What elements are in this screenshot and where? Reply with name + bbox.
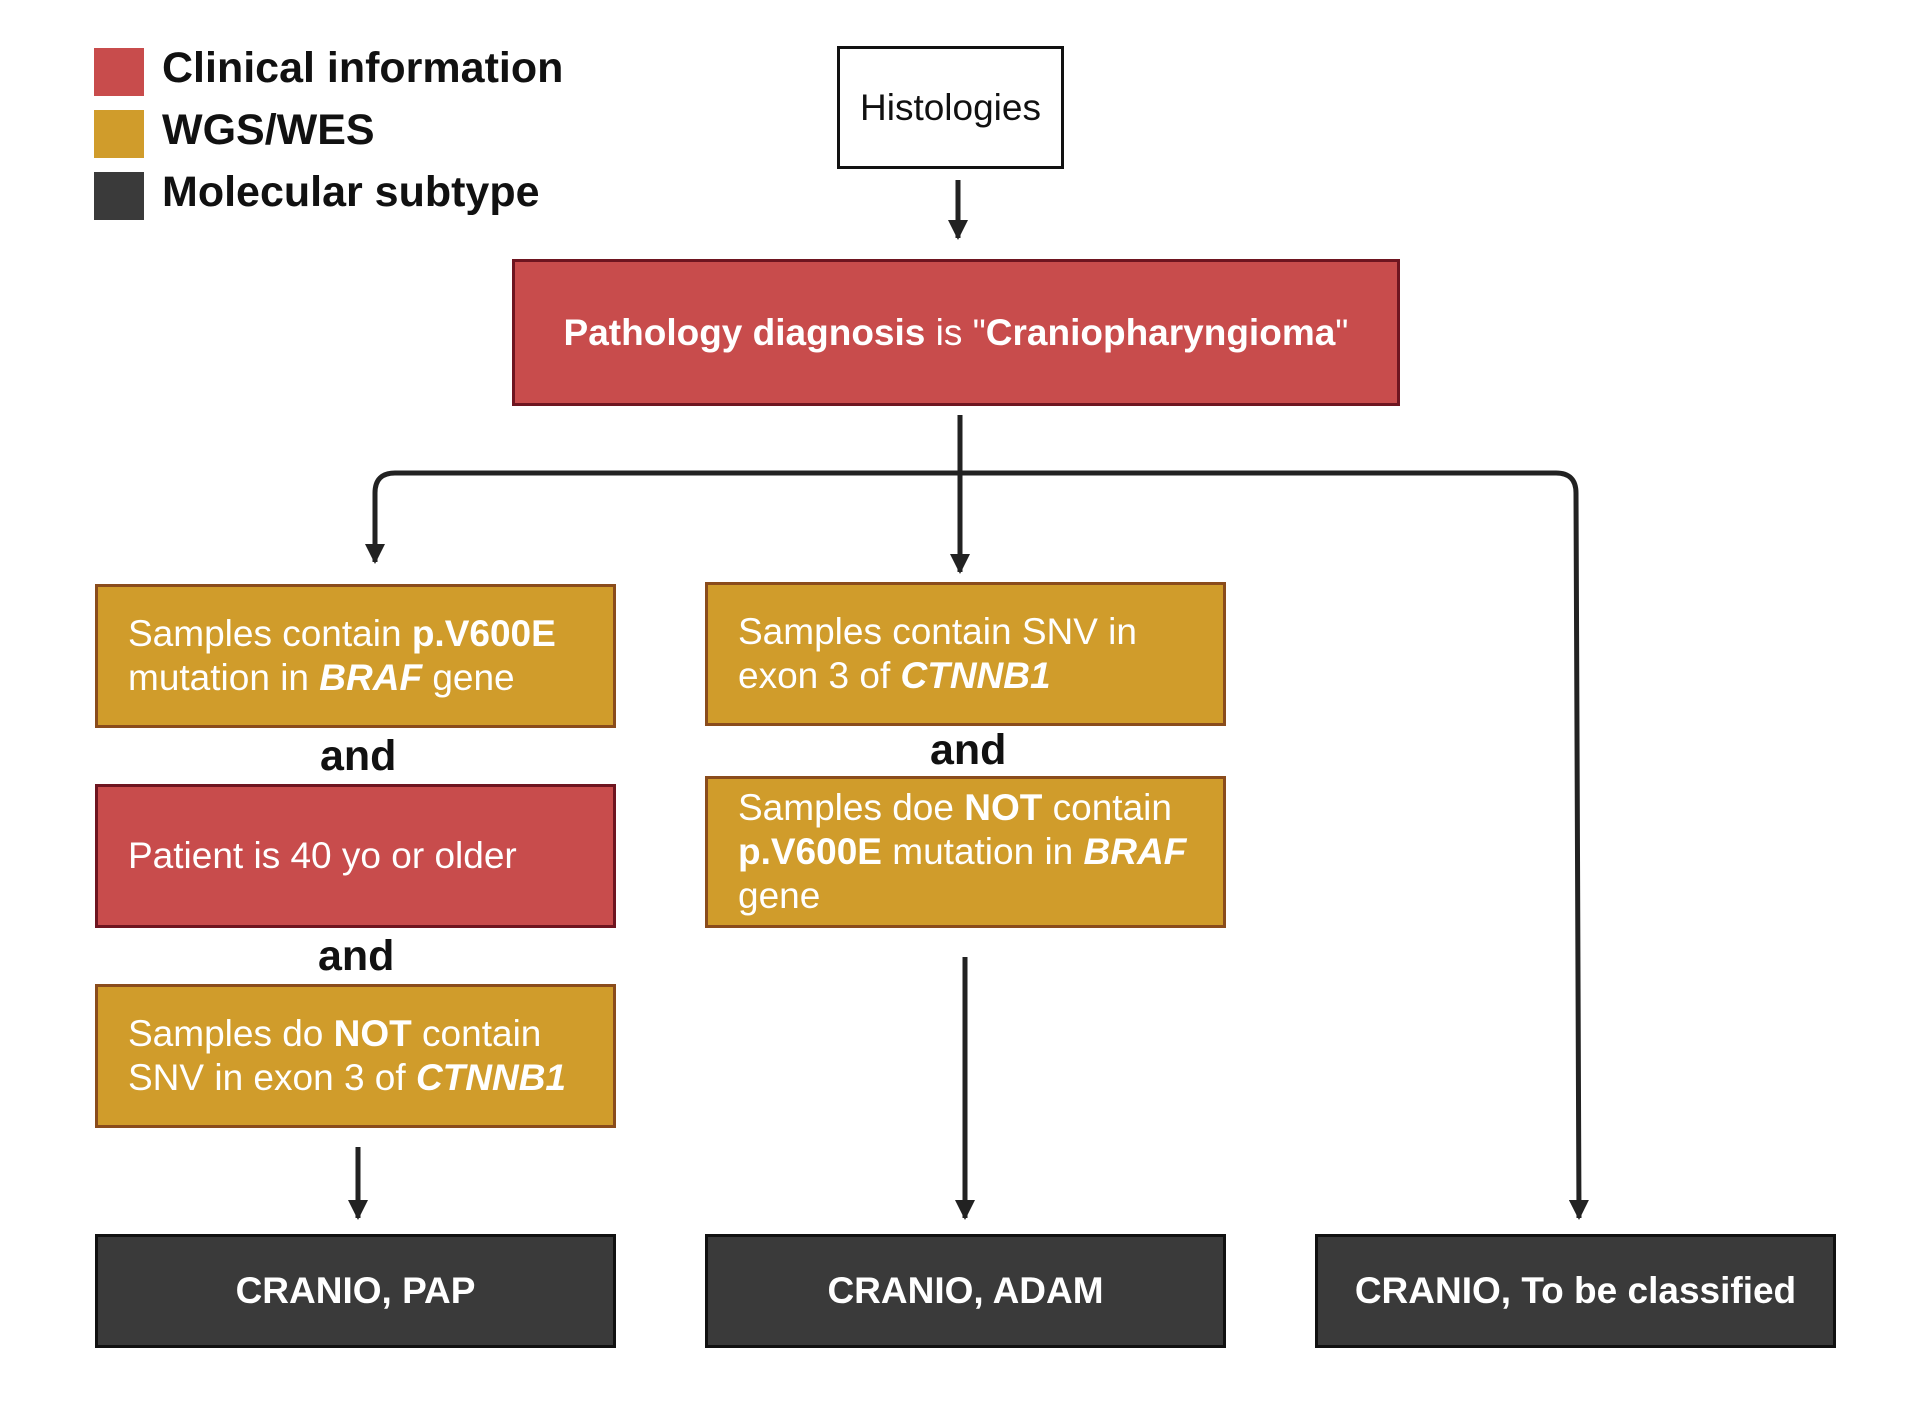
connector-branch-right [960,470,1589,1220]
legend-label-subtype: Molecular subtype [162,168,540,216]
pap-braf-text-d: BRAF [319,657,423,698]
adam-braf-text-f: BRAF [1083,831,1187,872]
adam-ctnnb1-text-b: CTNNB1 [900,655,1051,696]
pap-age-text: Patient is 40 yo or older [128,835,517,876]
pathology-diagnosis-label: Pathology diagnosis is "Craniopharyngiom… [564,312,1349,354]
legend-label-clinical: Clinical information [162,44,564,92]
pap-ctnnb1-text-c: contain [411,1013,542,1054]
output-cranio-pap-label: CRANIO, PAP [235,1270,476,1311]
pap-braf-line-1: Samples contain p.V600E [128,612,583,656]
adam-ctnnb1-text-a: exon 3 of [738,655,901,696]
pathology-part-3: Craniopharyngioma [985,311,1336,353]
output-cranio-adam: CRANIO, ADAM [705,1234,1226,1348]
output-cranio-pap: CRANIO, PAP [95,1234,616,1348]
pap-ctnnb1-text-e: CTNNB1 [415,1057,567,1098]
legend-label-wgs: WGS/WES [162,106,375,154]
adam-ctnnb1-condition: Samples contain SNV in exon 3 of CTNNB1 [705,582,1226,726]
adam-braf-line-1: Samples doe NOT contain [738,786,1193,830]
pap-ctnnb1-line-1: Samples do NOT contain [128,1012,583,1056]
pap-ctnnb1-text-d: SNV in exon 3 of [128,1057,416,1098]
pathology-part-2: is " [925,311,986,353]
histologies-label: Histologies [860,86,1041,128]
adam-ctnnb1-line-1: Samples contain SNV in [738,611,1137,652]
output-cranio-tbc: CRANIO, To be classified [1315,1234,1836,1348]
legend-swatch-wgs [94,110,144,158]
adam-braf-text-b: NOT [964,787,1043,828]
legend-swatch-subtype [94,172,144,220]
pap-braf-text-a: Samples contain [128,613,412,654]
histologies-node: Histologies [837,46,1064,169]
pap-ctnnb1-text-b: NOT [333,1013,412,1054]
pathology-part-1: Pathology diagnosis [563,311,926,353]
and-connector-adam: and [930,726,1007,774]
and-connector-pap-2: and [318,932,395,980]
pap-braf-text-e: gene [422,657,515,698]
pap-braf-line-2: mutation in BRAF gene [128,656,583,700]
pap-age-condition: Patient is 40 yo or older [95,784,616,928]
and-connector-pap-1: and [320,732,397,780]
adam-ctnnb1-line-2: exon 3 of CTNNB1 [738,654,1193,698]
adam-braf-line-3: gene [738,875,821,916]
adam-braf-text-c: contain [1042,787,1172,828]
output-cranio-adam-label: CRANIO, ADAM [827,1270,1104,1311]
pap-ctnnb1-text-a: Samples do [128,1013,334,1054]
output-cranio-tbc-label: CRANIO, To be classified [1354,1270,1797,1311]
pathology-part-4: " [1335,311,1349,353]
pap-ctnnb1-condition: Samples do NOT contain SNV in exon 3 of … [95,984,616,1128]
legend-swatch-clinical [94,48,144,96]
pap-braf-text-c: mutation in [128,657,320,698]
adam-braf-text-a: Samples doe [738,787,965,828]
adam-braf-condition: Samples doe NOT contain p.V600E mutation… [705,776,1226,928]
connector-branch-left [365,470,960,564]
pathology-diagnosis-node: Pathology diagnosis is "Craniopharyngiom… [512,259,1400,406]
pap-braf-text-b: p.V600E [411,613,556,654]
pap-ctnnb1-line-2: SNV in exon 3 of CTNNB1 [128,1056,583,1100]
adam-braf-line-2: p.V600E mutation in BRAF [738,830,1193,874]
adam-braf-text-d: p.V600E [738,831,882,872]
adam-braf-text-e: mutation in [881,831,1084,872]
pap-braf-condition: Samples contain p.V600E mutation in BRAF… [95,584,616,728]
